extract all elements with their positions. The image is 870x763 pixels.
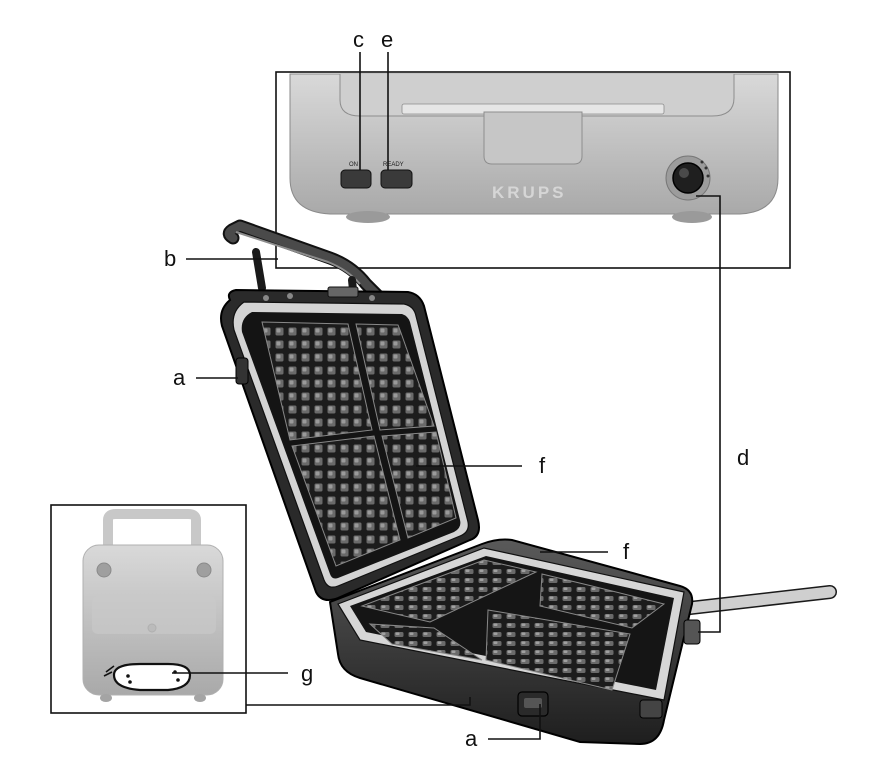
waffle-maker [220, 219, 837, 746]
front-panel-inset: ON READY KRUPS [275, 71, 791, 269]
callout-b: b [164, 246, 176, 271]
callout-a-upper: a [173, 365, 186, 390]
upper-cooking-plates [261, 321, 457, 567]
callout-e: e [381, 27, 393, 52]
on-indicator-light [340, 169, 372, 189]
lower-cooking-plates [360, 559, 666, 691]
leader-lines [172, 52, 721, 740]
ready-indicator-label: READY [383, 162, 404, 168]
on-indicator-label: ON [349, 162, 358, 168]
rear-view-inset [50, 504, 247, 714]
thermostat-knob [665, 155, 711, 201]
lid-side-latch [235, 357, 249, 385]
callout-c: c [353, 27, 364, 52]
ready-indicator-light [380, 169, 413, 189]
callout-f-lower: f [623, 539, 630, 564]
callout-g: g [301, 661, 313, 686]
callout-d: d [737, 445, 749, 470]
callout-a-lower: a [465, 726, 478, 751]
brand-logo-text: KRUPS [492, 183, 567, 202]
callout-f-upper: f [539, 453, 546, 478]
front-latch [483, 111, 583, 165]
side-connector [683, 619, 701, 645]
